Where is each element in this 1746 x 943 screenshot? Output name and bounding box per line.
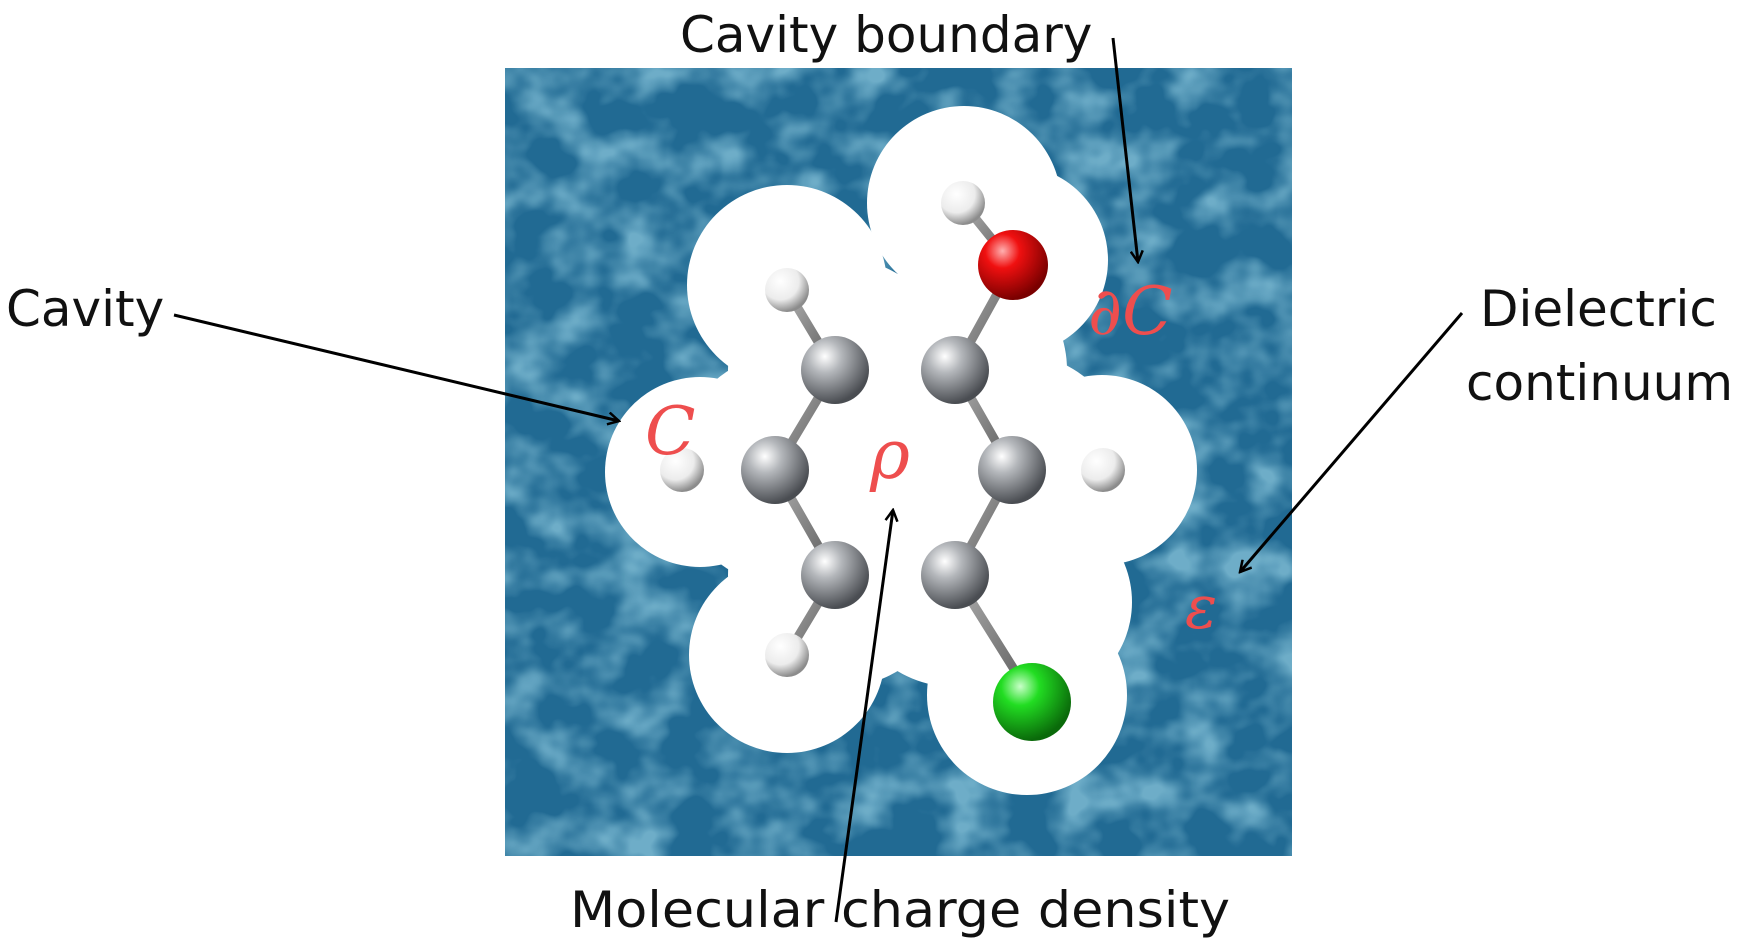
- label-molecular-charge-density: Molecular charge density: [570, 881, 1230, 939]
- label-dielectric-line1: Dielectric: [1480, 280, 1717, 338]
- hydrogen-atom: [660, 448, 704, 492]
- cavity-boundary-arrow: [1111, 37, 1138, 262]
- molecule-atoms: [660, 181, 1125, 741]
- carbon-atom: [921, 541, 989, 609]
- charge-density-arrow: [834, 510, 893, 923]
- label-dielectric-line2: continuum: [1466, 354, 1733, 412]
- oxygen-atom: [978, 230, 1048, 300]
- hydrogen-atom: [765, 268, 809, 312]
- symbol-cavity-boundary: ∂C: [1088, 273, 1173, 350]
- carbon-atom: [801, 336, 869, 404]
- symbol-dielectric: ε: [1185, 573, 1217, 643]
- carbon-atom: [921, 336, 989, 404]
- dielectric-arrow: [1240, 312, 1464, 572]
- label-cavity: Cavity: [6, 280, 164, 338]
- chlorine-atom: [993, 663, 1071, 741]
- hydrogen-atom: [941, 181, 985, 225]
- symbol-cavity: C: [645, 393, 696, 470]
- carbon-atom: [741, 436, 809, 504]
- carbon-atom: [801, 541, 869, 609]
- symbol-charge-density: ρ: [869, 416, 910, 495]
- cavity-arrow: [173, 313, 619, 421]
- hydrogen-atom: [1081, 448, 1125, 492]
- carbon-atom: [978, 436, 1046, 504]
- hydrogen-atom: [765, 633, 809, 677]
- label-cavity-boundary: Cavity boundary: [680, 6, 1092, 64]
- annotation-arrows: [173, 37, 1464, 923]
